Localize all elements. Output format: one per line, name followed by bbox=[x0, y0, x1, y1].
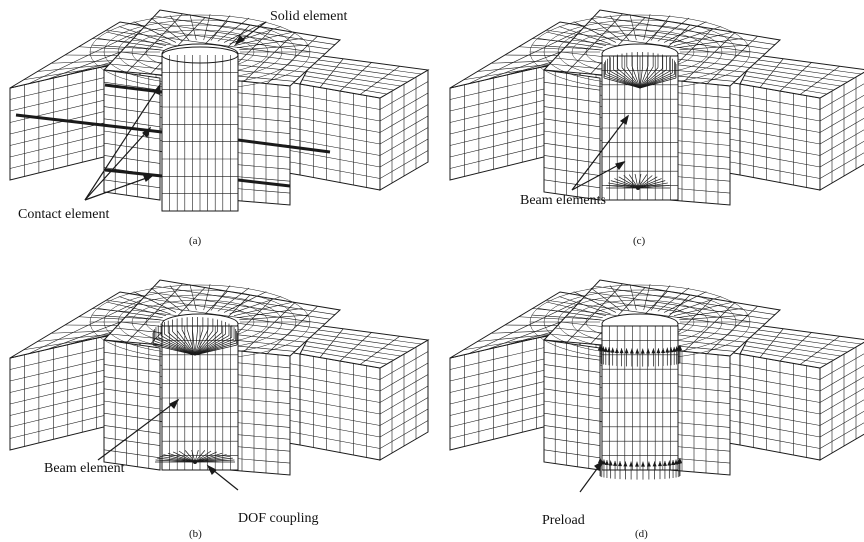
beam-elements-label: Beam elements bbox=[520, 193, 606, 208]
caption-c: (c) bbox=[633, 235, 646, 247]
mesh-c bbox=[449, 9, 864, 206]
annotation-arrows-c bbox=[571, 114, 629, 191]
panel-c: Beam elements (c) bbox=[449, 9, 864, 247]
mesh-b bbox=[9, 279, 430, 476]
beam-element-label: Beam element bbox=[44, 461, 125, 476]
panel-d: Preload (d) bbox=[449, 279, 864, 540]
caption-b: (b) bbox=[189, 528, 202, 540]
contact-lines bbox=[15, 83, 331, 188]
caption-a: (a) bbox=[189, 235, 202, 247]
mesh-d bbox=[449, 279, 864, 476]
contact-element-label: Contact element bbox=[18, 207, 109, 222]
panel-a: Solid element Contact element (a) bbox=[9, 9, 430, 247]
annotation-arrow-d bbox=[579, 460, 604, 493]
preload-label: Preload bbox=[542, 513, 585, 528]
beam-fan-bottom-b bbox=[155, 449, 235, 464]
caption-d: (d) bbox=[635, 528, 648, 540]
beam-fan-top bbox=[603, 52, 677, 89]
preload-arrows-top bbox=[598, 345, 682, 367]
solid-element-label: Solid element bbox=[270, 9, 347, 24]
annotation-arrows-b bbox=[97, 398, 239, 491]
dof-coupling-label: DOF coupling bbox=[238, 511, 319, 526]
beam-fan-bottom bbox=[606, 173, 670, 190]
solid-element-bolt bbox=[161, 46, 239, 212]
preload-arrows-bottom bbox=[598, 458, 682, 480]
panel-b: Beam element DOF coupling (b) bbox=[9, 279, 430, 540]
annotation-arrows-a bbox=[84, 21, 267, 201]
beam-fan-top-b bbox=[152, 317, 238, 356]
